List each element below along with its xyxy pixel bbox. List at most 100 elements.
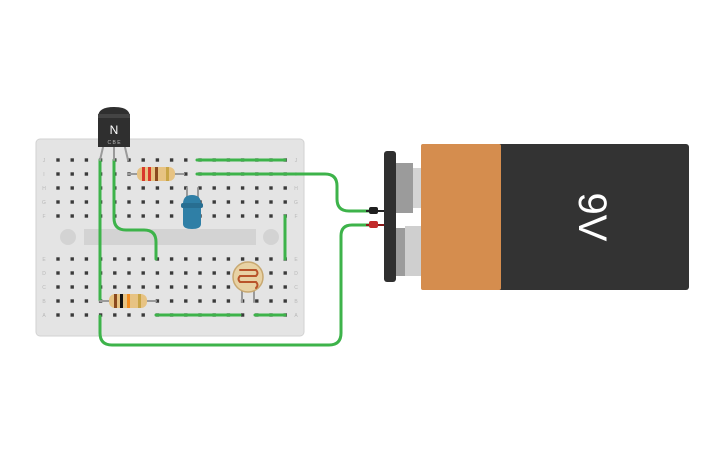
breadboard-hole[interactable] — [198, 285, 202, 289]
breadboard-hole[interactable] — [70, 285, 74, 289]
breadboard-hole[interactable] — [141, 200, 145, 204]
breadboard-hole[interactable] — [155, 158, 160, 162]
breadboard-hole[interactable] — [198, 299, 202, 303]
breadboard-hole[interactable] — [70, 299, 74, 303]
breadboard-hole[interactable] — [212, 271, 216, 275]
breadboard-hole[interactable] — [240, 313, 245, 317]
breadboard-hole[interactable] — [84, 313, 89, 317]
breadboard-hole[interactable] — [56, 257, 60, 261]
breadboard-hole[interactable] — [184, 299, 188, 303]
breadboard-hole[interactable] — [269, 214, 273, 218]
breadboard-hole[interactable] — [198, 257, 202, 261]
breadboard-hole[interactable] — [84, 285, 89, 289]
breadboard-hole[interactable] — [70, 200, 74, 204]
breadboard-hole[interactable] — [113, 257, 117, 261]
breadboard-hole[interactable] — [184, 158, 188, 162]
breadboard-hole[interactable] — [169, 285, 174, 289]
breadboard-hole[interactable] — [84, 158, 89, 162]
breadboard-hole[interactable] — [155, 186, 160, 190]
breadboard-hole[interactable] — [155, 271, 160, 275]
breadboard-hole[interactable] — [169, 271, 174, 275]
breadboard-hole[interactable] — [226, 200, 231, 204]
breadboard-hole[interactable] — [255, 200, 259, 204]
breadboard-hole[interactable] — [226, 257, 231, 261]
breadboard-hole[interactable] — [84, 257, 89, 261]
breadboard-hole[interactable] — [255, 257, 259, 261]
breadboard-hole[interactable] — [212, 200, 216, 204]
breadboard-hole[interactable] — [212, 186, 216, 190]
breadboard-hole[interactable] — [240, 186, 245, 190]
breadboard-hole[interactable] — [283, 200, 287, 204]
breadboard-hole[interactable] — [70, 172, 74, 176]
breadboard-hole[interactable] — [113, 271, 117, 275]
breadboard-hole[interactable] — [113, 285, 117, 289]
battery-9v[interactable]: 9V — [366, 144, 689, 290]
breadboard-hole[interactable] — [255, 186, 259, 190]
breadboard-hole[interactable] — [169, 186, 174, 190]
breadboard-hole[interactable] — [212, 285, 216, 289]
breadboard-hole[interactable] — [141, 257, 145, 261]
breadboard-hole[interactable] — [212, 214, 216, 218]
breadboard-hole[interactable] — [169, 200, 174, 204]
breadboard-hole[interactable] — [56, 200, 60, 204]
breadboard-hole[interactable] — [226, 299, 231, 303]
breadboard-hole[interactable] — [70, 271, 74, 275]
breadboard-hole[interactable] — [255, 214, 259, 218]
breadboard-hole[interactable] — [84, 172, 89, 176]
breadboard-hole[interactable] — [56, 158, 60, 162]
breadboard-hole[interactable] — [283, 186, 287, 190]
resistor-bottom[interactable] — [99, 294, 157, 308]
breadboard-hole[interactable] — [141, 214, 145, 218]
breadboard-hole[interactable] — [127, 214, 131, 218]
breadboard-hole[interactable] — [269, 200, 273, 204]
breadboard-hole[interactable] — [84, 200, 89, 204]
breadboard-hole[interactable] — [141, 186, 145, 190]
breadboard-hole[interactable] — [184, 271, 188, 275]
breadboard-hole[interactable] — [127, 200, 131, 204]
breadboard-hole[interactable] — [269, 299, 273, 303]
breadboard-hole[interactable] — [198, 186, 202, 190]
breadboard-hole[interactable] — [169, 299, 174, 303]
breadboard-hole[interactable] — [212, 257, 216, 261]
clip-lead-negative[interactable] — [369, 207, 378, 214]
breadboard-hole[interactable] — [283, 285, 287, 289]
photoresistor[interactable] — [232, 261, 264, 303]
breadboard-hole[interactable] — [255, 299, 259, 303]
breadboard-hole[interactable] — [184, 285, 188, 289]
breadboard-hole[interactable] — [184, 186, 188, 190]
resistor-top[interactable] — [127, 167, 185, 181]
breadboard-hole[interactable] — [169, 158, 174, 162]
breadboard-hole[interactable] — [226, 186, 231, 190]
breadboard-hole[interactable] — [84, 271, 89, 275]
breadboard-hole[interactable] — [56, 299, 60, 303]
breadboard-hole[interactable] — [240, 200, 245, 204]
breadboard-hole[interactable] — [269, 285, 273, 289]
breadboard-hole[interactable] — [127, 313, 131, 317]
breadboard-hole[interactable] — [240, 257, 245, 261]
breadboard-hole[interactable] — [141, 271, 145, 275]
breadboard-hole[interactable] — [184, 172, 188, 176]
npn-transistor[interactable]: N C B E — [98, 107, 130, 161]
breadboard-hole[interactable] — [226, 214, 231, 218]
breadboard-hole[interactable] — [169, 214, 174, 218]
breadboard-hole[interactable] — [155, 299, 160, 303]
breadboard-hole[interactable] — [212, 299, 216, 303]
breadboard-hole[interactable] — [56, 285, 60, 289]
breadboard-hole[interactable] — [70, 313, 74, 317]
breadboard-hole[interactable] — [70, 257, 74, 261]
breadboard-hole[interactable] — [113, 313, 117, 317]
breadboard-hole[interactable] — [127, 285, 131, 289]
breadboard-hole[interactable] — [269, 271, 273, 275]
breadboard-hole[interactable] — [283, 299, 287, 303]
wire-transistor-emitter[interactable] — [112, 158, 158, 261]
breadboard-hole[interactable] — [240, 214, 245, 218]
breadboard-hole[interactable] — [141, 158, 145, 162]
breadboard-hole[interactable] — [56, 313, 60, 317]
breadboard-hole[interactable] — [84, 186, 89, 190]
breadboard-hole[interactable] — [226, 285, 231, 289]
breadboard-hole[interactable] — [56, 172, 60, 176]
clip-lead-positive[interactable] — [369, 221, 378, 228]
breadboard-hole[interactable] — [155, 285, 160, 289]
breadboard-hole[interactable] — [155, 214, 160, 218]
